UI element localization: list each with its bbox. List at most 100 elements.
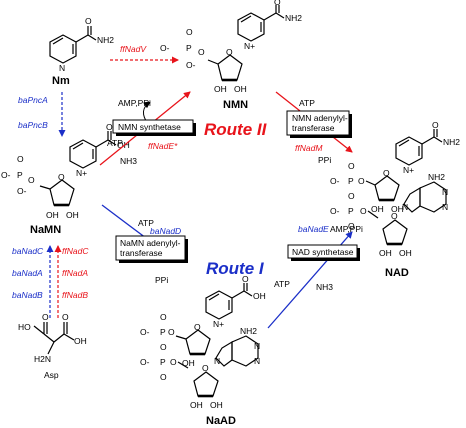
oh-label: OH [371, 204, 384, 214]
namn-label: NaMN [30, 224, 61, 236]
amp-ppi-label-4: AMP,PPi [330, 224, 363, 234]
naad-label: NaAD [206, 415, 236, 427]
ff-nadm-label: ffNadM [295, 143, 323, 153]
o-label: O [160, 342, 167, 352]
n-label: N [442, 202, 448, 212]
oh-label: OH [74, 336, 87, 346]
o-label: O [42, 312, 49, 322]
nmn-label: NMN [223, 99, 248, 111]
p-label: P [348, 176, 354, 186]
oh-label: OH [379, 248, 392, 258]
n-plus-label: N+ [76, 168, 87, 178]
n-label: N [402, 202, 408, 212]
n-plus-label: N+ [213, 319, 224, 329]
oh-label: OH [210, 400, 223, 410]
o-minus-label: O- [330, 206, 340, 216]
o-label: O [391, 211, 398, 221]
p-label: P [186, 43, 192, 53]
o-label: O [160, 312, 167, 322]
route-2-label: Route II [204, 120, 268, 139]
route-1-label: Route I [206, 259, 265, 278]
o-label: O [62, 312, 69, 322]
oh-label: OH [182, 358, 195, 368]
o-label: O [358, 176, 365, 186]
ba-nadb-label: baNadB [12, 290, 43, 300]
oh-label: OH [391, 204, 404, 214]
o-label: O [106, 122, 113, 132]
p-label: P [348, 206, 354, 216]
o-minus-label: O- [140, 357, 150, 367]
o-label: O [198, 47, 205, 57]
oh-label: OH [253, 291, 266, 301]
ppi-label-2: PPi [318, 155, 331, 165]
o-label: O [17, 154, 24, 164]
oh-label: OH [190, 400, 203, 410]
nh2-label: NH2 [97, 35, 114, 45]
o-label: O [383, 168, 390, 178]
o-label: O [432, 120, 439, 130]
namn-adenylyl-label-2: transferase [120, 248, 163, 258]
n-label: N [254, 341, 260, 351]
amp-ppi-label-1: AMP,PPi [118, 98, 151, 108]
ba-pncb-label: baPncB [18, 120, 48, 130]
ba-nade-label: baNadE [298, 224, 329, 234]
namn-adenylyl-label-1: NaMN adenylyl- [120, 238, 181, 248]
nh2-label: NH2 [285, 13, 302, 23]
ff-nade-star-label: ffNadE* [148, 141, 178, 151]
n-label: N [214, 356, 220, 366]
ba-nadd-label: baNadD [150, 226, 181, 236]
oh-label: OH [117, 140, 130, 150]
oh-label: OH [399, 248, 412, 258]
ff-nadv-label: ffNadV [120, 44, 147, 54]
o-label: O [226, 47, 233, 57]
oh-label: OH [66, 210, 79, 220]
nh2-label: NH2 [428, 172, 445, 182]
p-label: P [17, 170, 23, 180]
asp-structure: O O HO OH H2N [18, 312, 87, 364]
o-minus-label: O- [17, 186, 27, 196]
asp-label: Asp [44, 370, 59, 380]
nad-synthetase-box [287, 244, 358, 259]
namn-adenylyl-box [115, 235, 186, 261]
nad-structure: O NH2 N+ O OH OH O P O- O O P O- O O O O… [330, 120, 460, 258]
nmn-structure: O NH2 N+ O OH OH P O O O- O- [160, 0, 302, 94]
nm-label: Nm [52, 75, 70, 87]
o-minus-label: O- [330, 176, 340, 186]
oh-label: OH [46, 210, 59, 220]
o-minus-label: O- [140, 327, 150, 337]
o-label: O [186, 27, 193, 37]
namn-structure: O OH N+ O OH OH P O O O- O- [1, 122, 130, 220]
naad-structure: O OH N+ O OH O P O- O O P O- O O O OH OH… [140, 274, 266, 410]
ppi-label-3: PPi [155, 275, 168, 285]
o-label: O [28, 175, 35, 185]
ff-nadb-label: ffNadB [62, 290, 88, 300]
p-label: P [160, 357, 166, 367]
nh3-label-4: NH3 [316, 282, 333, 292]
nad-label: NAD [385, 267, 409, 279]
n-label: N [254, 356, 260, 366]
ba-nada-label: baNadA [12, 268, 43, 278]
atp-label-4: ATP [274, 279, 290, 289]
o-label: O [348, 161, 355, 171]
nmn-adenylyl-box [286, 110, 350, 136]
ba-pnca-label: baPncA [18, 95, 48, 105]
atp-label-1: ATP [107, 138, 123, 148]
n-plus-label: N+ [403, 165, 414, 175]
nmn-synthetase-box [112, 119, 194, 134]
o-minus-label: O- [160, 43, 170, 53]
ho-label: HO [18, 322, 31, 332]
nmn-adenylyl-label-2: transferase [292, 123, 335, 133]
o-label: O [348, 221, 355, 231]
oh-label: OH [234, 84, 247, 94]
n-plus-label: N+ [244, 41, 255, 51]
ba-nadc-label: baNadC [12, 246, 44, 256]
ff-nadc-label: ffNadC [62, 246, 89, 256]
o-minus-label: O- [186, 60, 196, 70]
o-label: O [202, 363, 209, 373]
ff-nada-label: ffNadA [62, 268, 88, 278]
atp-label-2: ATP [299, 98, 315, 108]
o-label: O [170, 357, 177, 367]
h2n-label: H2N [34, 354, 51, 364]
